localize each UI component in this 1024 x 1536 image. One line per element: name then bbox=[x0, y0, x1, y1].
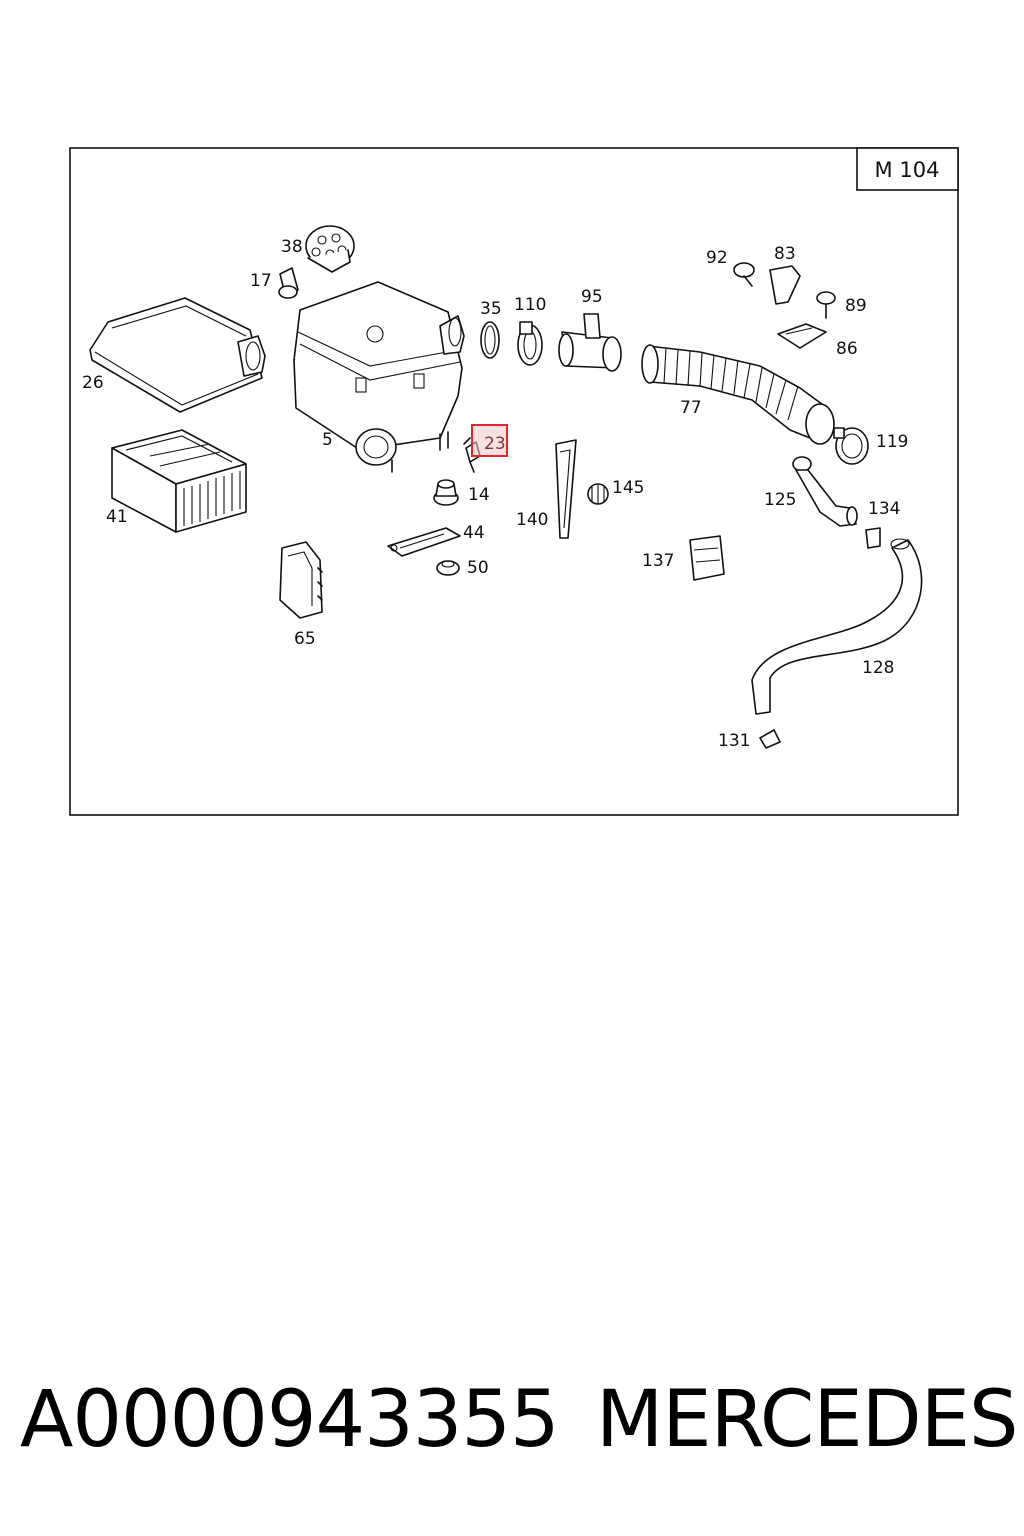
engine-label: M 104 bbox=[875, 158, 940, 182]
callout-38: 38 bbox=[281, 237, 303, 257]
callout-35: 35 bbox=[480, 299, 502, 319]
callout-23: 23 bbox=[484, 434, 506, 454]
callout-92: 92 bbox=[706, 248, 728, 268]
part-44-bracket bbox=[387, 527, 461, 557]
callout-125: 125 bbox=[764, 490, 796, 510]
callout-26: 26 bbox=[82, 373, 104, 393]
callout-77: 77 bbox=[680, 398, 702, 418]
part-92-screw bbox=[733, 262, 755, 287]
callout-137: 137 bbox=[642, 551, 674, 571]
part-65-intake-duct bbox=[279, 541, 323, 619]
footer: A0000943355 MERCEDES bbox=[0, 1365, 1024, 1475]
part-5-filter-housing bbox=[293, 281, 465, 473]
callout-41: 41 bbox=[106, 507, 128, 527]
part-110-hose-clamp bbox=[517, 321, 543, 366]
part-86-holder bbox=[777, 323, 827, 349]
callout-14: 14 bbox=[468, 485, 490, 505]
part-14-rubber-buffer bbox=[433, 479, 459, 506]
part-95-mass-air-sensor bbox=[558, 313, 622, 372]
part-38-cap bbox=[305, 225, 355, 273]
callout-119: 119 bbox=[876, 432, 908, 452]
callout-145: 145 bbox=[612, 478, 644, 498]
part-145-grommet bbox=[587, 483, 609, 505]
part-26-filter-cover bbox=[89, 297, 266, 413]
callout-134: 134 bbox=[868, 499, 900, 519]
callout-83: 83 bbox=[774, 244, 796, 264]
callout-86: 86 bbox=[836, 339, 858, 359]
diagram-frame bbox=[69, 147, 959, 816]
part-131-clip bbox=[759, 729, 781, 749]
part-134-clamp bbox=[865, 527, 881, 549]
part-125-valve bbox=[792, 456, 858, 527]
part-17-grommet bbox=[278, 267, 299, 299]
part-140-gasket bbox=[555, 439, 577, 539]
callout-131: 131 bbox=[718, 731, 750, 751]
callout-95: 95 bbox=[581, 287, 603, 307]
callout-128: 128 bbox=[862, 658, 894, 678]
part-41-filter-element bbox=[111, 429, 247, 533]
callout-140: 140 bbox=[516, 510, 548, 530]
callout-17: 17 bbox=[250, 271, 272, 291]
callout-highlight-23 bbox=[471, 424, 508, 457]
brand-name: MERCEDES bbox=[596, 1375, 1018, 1465]
part-35-seal-ring bbox=[480, 321, 500, 359]
callout-65: 65 bbox=[294, 629, 316, 649]
part-89-bolt bbox=[816, 291, 836, 319]
part-83-bracket bbox=[769, 265, 801, 305]
callout-5: 5 bbox=[322, 430, 333, 450]
part-119-hose-clamp bbox=[833, 427, 869, 465]
part-77-intake-hose bbox=[641, 344, 835, 445]
part-number: A0000943355 bbox=[20, 1375, 560, 1465]
part-137-holder bbox=[689, 535, 725, 581]
callout-50: 50 bbox=[467, 558, 489, 578]
callout-110: 110 bbox=[514, 295, 546, 315]
part-128-breather-hose bbox=[751, 538, 923, 715]
callout-89: 89 bbox=[845, 296, 867, 316]
callout-labels: 5 14 17 23 26 35 38 41 44 50 65 77 83 86… bbox=[82, 237, 908, 751]
callout-44: 44 bbox=[463, 523, 485, 543]
part-50-nut bbox=[436, 560, 460, 576]
engine-label-box: M 104 bbox=[856, 147, 959, 191]
